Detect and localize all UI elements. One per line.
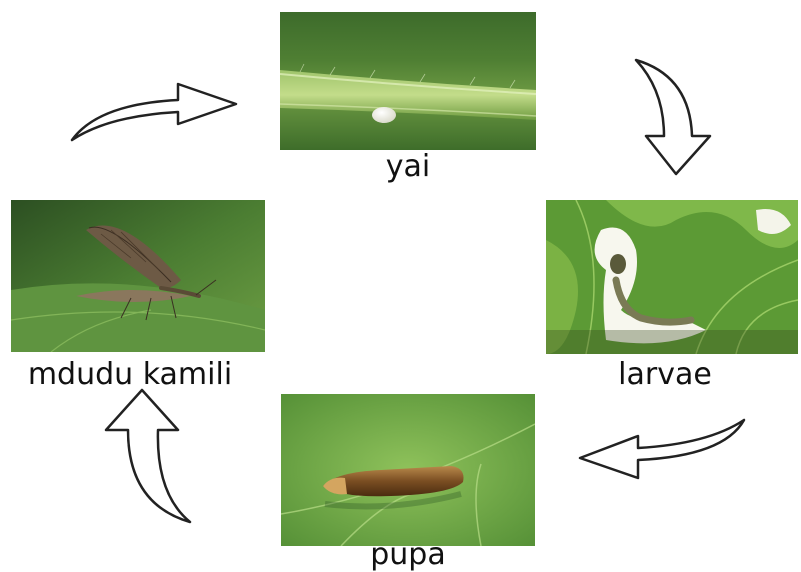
pupa-label: pupa xyxy=(358,538,458,572)
egg-label: yai xyxy=(358,150,458,184)
larva-photo xyxy=(546,200,798,354)
arrow-adult-to-egg-icon xyxy=(68,74,242,144)
pupa-photo xyxy=(281,394,535,546)
arrow-larva-to-pupa-icon xyxy=(574,416,748,488)
arrow-pupa-to-adult-icon xyxy=(98,386,196,528)
larva-label: larvae xyxy=(590,358,740,392)
adult-photo xyxy=(11,200,265,352)
arrow-egg-to-larva-icon xyxy=(630,56,720,178)
egg-photo xyxy=(280,12,536,150)
